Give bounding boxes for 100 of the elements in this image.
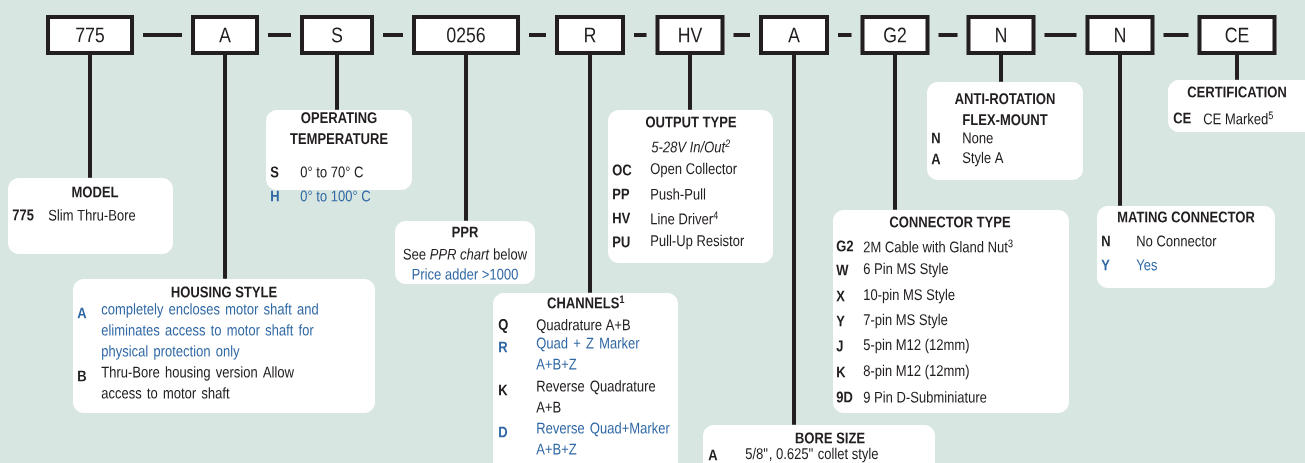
card-heading: MATING CONNECTOR: [1118, 211, 1255, 223]
card-heading: HOUSING STYLE: [171, 286, 277, 298]
option-card: [266, 110, 412, 202]
connector-line: [529, 33, 546, 37]
card-heading: PPR: [452, 226, 479, 238]
option-code: K: [837, 366, 846, 378]
card-heading: CERTIFICATION: [1187, 86, 1286, 98]
option-description: 5/8", 0.625" collet style: [745, 447, 878, 463]
option-description: 6 Pin MS Style: [863, 262, 948, 278]
option-code: PP: [613, 188, 630, 200]
option-card: [395, 221, 535, 284]
code-box: A: [191, 15, 259, 55]
option-description: Open Collector: [650, 162, 737, 178]
code-box: 775: [46, 15, 134, 55]
option-code: 775: [12, 209, 34, 221]
connector-line: [634, 33, 647, 37]
option-card: [608, 110, 773, 263]
code-box: S: [300, 15, 374, 55]
option-code: B: [78, 370, 87, 382]
connector-line: [383, 33, 403, 37]
card-heading: CONNECTOR TYPE: [889, 216, 1011, 228]
option-card: [1097, 206, 1275, 288]
card-heading: OPERATING TEMPERATURE: [290, 112, 388, 145]
option-description: Thru-Bore housing version Allow access to motor shaft: [101, 366, 294, 399]
option-code: 9D: [836, 391, 853, 403]
code-box: A: [759, 15, 829, 55]
option-code: PU: [613, 236, 630, 248]
connector-line: [938, 33, 958, 37]
connector-line: [1118, 55, 1122, 206]
option-description: Quad + Z Marker A+B+Z: [536, 337, 640, 370]
option-description: No Connector: [1137, 235, 1217, 247]
option-code: S: [270, 166, 279, 178]
connector-line: [792, 55, 796, 425]
card-subheading: 5-28V In/Out$^{2}$: [651, 139, 731, 153]
option-code: HV: [613, 212, 631, 224]
option-description: Slim Thru-Bore: [48, 209, 136, 221]
option-code: R: [499, 341, 508, 353]
option-description: Push-Pull: [651, 188, 706, 200]
option-description: 8-pin M12 (12mm): [863, 364, 969, 380]
option-code: H: [271, 190, 279, 202]
option-code: A: [931, 153, 941, 165]
option-card: [1168, 80, 1305, 132]
connector-line: [1163, 33, 1189, 37]
option-description: 10-pin MS Style: [864, 288, 955, 304]
card-heading: CHANNELS$^{1}$: [547, 295, 625, 309]
option-code: Q: [498, 319, 508, 333]
option-description: 0° to 100° C: [300, 190, 371, 202]
option-code: W: [836, 264, 849, 276]
connector-line: [588, 55, 592, 293]
option-code: N: [1102, 235, 1110, 247]
code-box: R: [555, 15, 625, 55]
code-box: CE: [1197, 15, 1277, 55]
option-card: [493, 293, 678, 463]
connector-line: [143, 33, 182, 37]
option-description: 7-pin MS Style: [863, 313, 948, 329]
connector-line: [838, 33, 852, 37]
option-code: G2: [836, 240, 854, 252]
option-description: 2M Cable with Gland Nut$^{3}$: [863, 239, 1013, 253]
code-box: HV: [655, 15, 725, 55]
card-heading: ANTI-ROTATION FLEX-MOUNT: [954, 93, 1055, 126]
connector-line: [893, 55, 897, 210]
option-code: Y: [1101, 259, 1110, 271]
option-card: [927, 82, 1083, 180]
option-code: Y: [836, 315, 845, 327]
option-code: A: [77, 307, 87, 319]
code-box: N: [966, 15, 1036, 55]
option-description: 9 Pin D-Subminiature: [863, 391, 987, 403]
connector-line: [223, 55, 227, 279]
connector-line: [999, 55, 1003, 82]
option-card: [8, 178, 173, 254]
connector-line: [1235, 55, 1239, 80]
option-description: Quadrature A+B: [536, 318, 630, 334]
option-description: completely encloses motor shaft and eliminates access to motor shaft for physical protection only: [101, 303, 318, 360]
option-card: [833, 210, 1069, 413]
option-code: N: [932, 132, 940, 144]
card-heading: MODEL: [72, 186, 119, 198]
connector-line: [688, 55, 692, 110]
option-code: A: [708, 449, 718, 461]
option-description: Price adder >1000: [412, 268, 518, 280]
option-description: 0° to 70° C: [300, 166, 363, 178]
option-description: None: [963, 132, 993, 144]
option-code: X: [836, 290, 845, 302]
option-description: Yes: [1136, 259, 1157, 271]
option-description: CE Marked$^{5}$: [1203, 111, 1273, 125]
option-code: CE: [1173, 112, 1191, 124]
option-description: Pull-Up Resistor: [651, 234, 745, 250]
option-code: OC: [612, 164, 632, 176]
connector-line: [1044, 33, 1077, 37]
code-box: G2: [860, 15, 930, 55]
connector-line: [733, 33, 750, 37]
option-card: [73, 279, 375, 413]
option-description: Reverse Quad+Marker A+B+Z: [536, 422, 670, 455]
option-code: K: [499, 384, 508, 396]
option-code: D: [499, 426, 508, 438]
code-box: N: [1085, 15, 1155, 55]
connector-line: [268, 33, 291, 37]
option-description: Style A: [962, 151, 1004, 167]
option-card: [703, 425, 935, 463]
card-heading: OUTPUT TYPE: [645, 116, 737, 128]
option-description: Line Driver$^{4}$: [651, 211, 718, 225]
